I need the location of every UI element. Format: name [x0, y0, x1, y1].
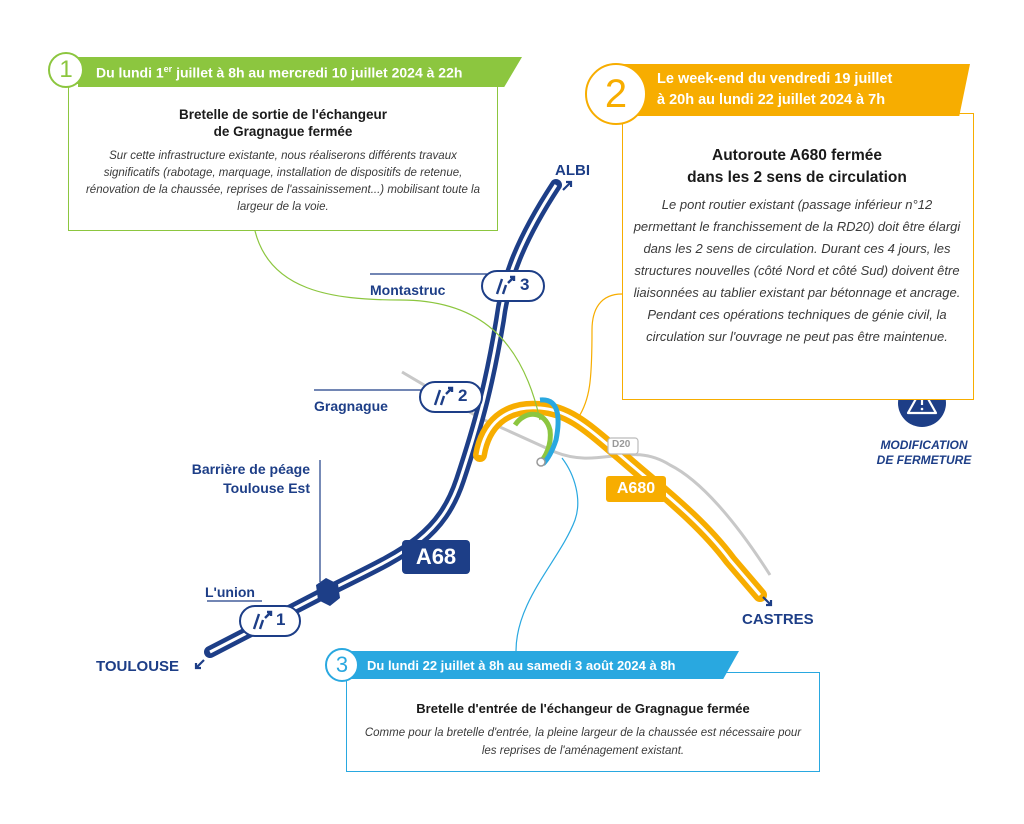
phase1-number: 1: [48, 52, 84, 88]
phase2-body: Le pont routier existant (passage inféri…: [633, 197, 961, 344]
arrow-toulouse-icon: [194, 659, 205, 670]
place-gragnague: Gragnague: [314, 398, 388, 414]
phase2-number: 2: [585, 63, 647, 125]
a68-tag: A68: [402, 540, 470, 574]
place-castres: CASTRES: [742, 611, 814, 628]
phase1-box: [68, 83, 498, 231]
d20-label: D20: [612, 439, 631, 450]
phase2-header: Le week-end du vendredi 19 juillet à 20h…: [612, 64, 970, 116]
arrow-albi-icon: [562, 180, 573, 191]
exit-2-number: 2: [458, 386, 468, 405]
phase3-number: 3: [325, 648, 359, 682]
place-peage: Barrière de péage Toulouse Est: [160, 460, 310, 498]
warning-line1: MODIFICATION: [880, 438, 968, 452]
place-montastruc: Montastruc: [370, 282, 446, 298]
phase3-title: Bretelle d'entrée de l'échangeur de Grag…: [416, 701, 750, 716]
a680-tag: A680: [606, 476, 666, 502]
warning-label: MODIFICATION DE FERMETURE: [860, 438, 988, 468]
entry-ramp-closed: [539, 397, 561, 466]
place-toulouse: TOULOUSE: [96, 658, 180, 675]
peage-line1: Barrière de péage: [191, 461, 310, 477]
exit-1-badge: [239, 605, 301, 637]
exit-3-number: 3: [520, 275, 530, 294]
phase2-box: [622, 113, 974, 400]
place-lunion: L'union: [205, 584, 255, 600]
toll-barrier-icon: [316, 578, 340, 606]
exit-3-badge: [481, 270, 545, 302]
exit-ramp-closed: [512, 411, 553, 464]
phase3-body: Comme pour la bretelle d'entrée, la plei…: [364, 727, 802, 757]
d20-road: [401, 370, 772, 576]
peage-line2: Toulouse Est: [223, 480, 310, 496]
exit-2-badge: [419, 381, 483, 413]
phase1-title: Bretelle de sortie de l'échangeur de Gra…: [178, 107, 388, 139]
place-albi: ALBI: [555, 162, 590, 179]
phase2-title: Autoroute A680 fermée dans les 2 sens de…: [687, 147, 907, 186]
phase1-body: Sur cette infrastructure existante, nous…: [85, 150, 481, 213]
arrow-castres-icon: [762, 596, 773, 607]
d20-tag: [607, 437, 639, 455]
exit-1-number: 1: [276, 610, 286, 629]
phase3-box: [346, 672, 820, 772]
phase1-header: Du lundi 1er juillet à 8h au mercredi 10…: [78, 57, 522, 87]
phase3-header: Du lundi 22 juillet à 8h au samedi 3 aoû…: [345, 651, 739, 679]
warning-line2: DE FERMETURE: [876, 453, 972, 467]
